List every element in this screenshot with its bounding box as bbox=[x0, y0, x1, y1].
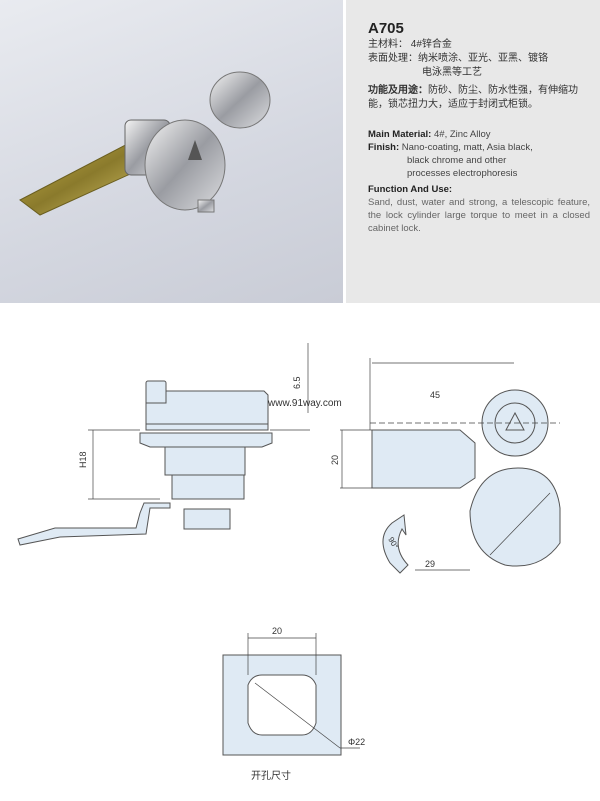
dim-6-5: 6.5 bbox=[292, 376, 302, 389]
dim-29: 29 bbox=[425, 559, 435, 569]
en-material: Main Material: 4#, Zinc Alloy bbox=[368, 128, 590, 141]
cn-material: 主材料： 4#锌合金 bbox=[368, 38, 588, 52]
value: 4#, Zinc Alloy bbox=[434, 129, 491, 140]
value: black chrome and other bbox=[407, 155, 507, 166]
value: processes electrophoresis bbox=[407, 168, 518, 179]
cutout-view: 20 Φ22 bbox=[222, 626, 365, 756]
side-view: H18 6.5 bbox=[17, 343, 310, 546]
watermark: www.91way.com bbox=[267, 398, 342, 409]
cutout-caption: 开孔尺寸 bbox=[251, 771, 291, 782]
en-finish: Finish: Nano-coating, matt, Asia black, b… bbox=[368, 141, 590, 180]
dim-20: 20 bbox=[330, 455, 340, 465]
value: 纳米喷涂、亚光、亚黑、镀铬 bbox=[418, 53, 548, 64]
value: 防砂、防尘、防水性强，有伸缩功能，锁芯扭力大，适应于封闭式柜锁。 bbox=[368, 85, 578, 110]
front-view: 45 20 29 90° bbox=[330, 358, 561, 574]
label: 功能及用途： bbox=[368, 85, 428, 96]
value: 4#锌合金 bbox=[410, 39, 452, 50]
label: Function And Use: bbox=[368, 184, 453, 195]
label: Finish: bbox=[368, 142, 400, 153]
label: 主材料： bbox=[368, 39, 408, 50]
product-photo bbox=[0, 0, 343, 303]
value: 电泳黑等工艺 bbox=[422, 67, 482, 78]
cutout-width: 20 bbox=[272, 626, 282, 636]
dim-h18: H18 bbox=[78, 451, 88, 468]
cn-finish: 表面处理：纳米喷涂、亚光、亚黑、镀铬电泳黑等工艺 bbox=[368, 52, 588, 80]
en-use: Function And Use: Sand, dust, water and s… bbox=[368, 183, 590, 235]
cn-use: 功能及用途：防砂、防尘、防水性强，有伸缩功能，锁芯扭力大，适应于封闭式柜锁。 bbox=[368, 84, 588, 112]
label: Main Material: bbox=[368, 129, 432, 140]
dim-45: 45 bbox=[430, 390, 440, 400]
cutout-diameter: Φ22 bbox=[348, 737, 365, 747]
technical-drawing: H18 6.5 www.91way.com 45 20 29 90° 20 Φ2… bbox=[17, 343, 561, 756]
value: Sand, dust, water and strong, a telescop… bbox=[368, 197, 590, 234]
rotation-arrow-icon bbox=[382, 514, 409, 574]
value: Nano-coating, matt, Asia black, bbox=[401, 142, 533, 153]
label: 表面处理： bbox=[368, 53, 418, 64]
spec-panel: A705 主材料： 4#锌合金 表面处理：纳米喷涂、亚光、亚黑、镀铬电泳黑等工艺… bbox=[346, 0, 600, 303]
model-number: A705 bbox=[368, 20, 404, 37]
lock-photo-illustration bbox=[19, 71, 271, 216]
